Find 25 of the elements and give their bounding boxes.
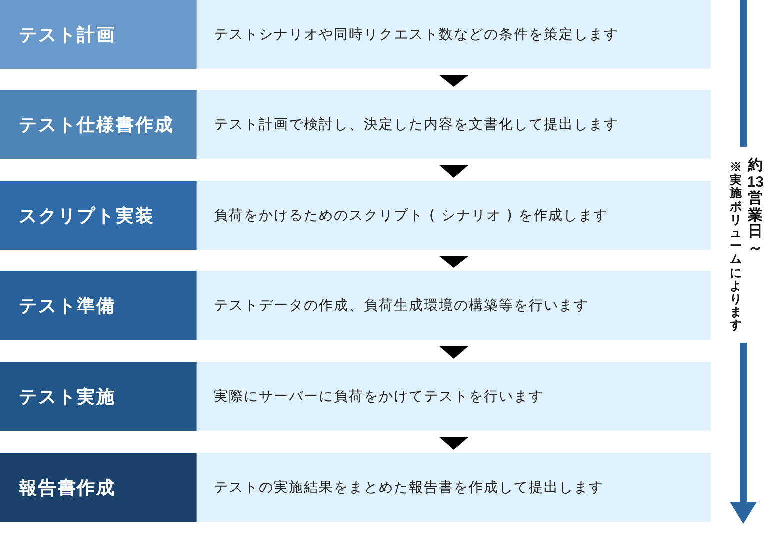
process-row xyxy=(0,90,711,159)
flow-arrow xyxy=(439,437,469,450)
step-title: スクリプト実装 xyxy=(0,181,197,250)
flow-arrow xyxy=(439,346,469,359)
flow-arrow xyxy=(439,256,469,268)
step-description: テストデータの作成、負荷生成環境の構築等を行います xyxy=(214,296,589,314)
step-title: テスト仕様書作成 xyxy=(0,90,197,159)
vertical-note: 約13営業日～ xyxy=(747,158,764,257)
step-description: 負荷をかけるためのスクリプト ( シナリオ ) を作成します xyxy=(214,206,609,224)
process-row xyxy=(0,181,711,250)
process-row xyxy=(0,0,711,69)
process-row xyxy=(0,453,711,522)
process-row xyxy=(0,362,711,431)
vertical-note: ※実施ボリュームによります xyxy=(730,161,742,332)
flow-arrow xyxy=(439,75,469,87)
step-title: テスト計画 xyxy=(0,0,197,69)
step-description: テストシナリオや同時リクエスト数などの条件を策定します xyxy=(214,26,619,44)
step-description: テスト計画で検討し、決定した内容を文書化して提出します xyxy=(214,116,619,134)
flow-arrow xyxy=(439,165,469,178)
step-description: 実際にサーバーに負荷をかけてテストを行います xyxy=(214,388,544,406)
step-title: テスト準備 xyxy=(0,271,197,340)
step-title: 報告書作成 xyxy=(0,453,197,522)
step-title: テスト実施 xyxy=(0,362,197,431)
step-description: テストの実施結果をまとめた報告書を作成して提出します xyxy=(214,478,604,496)
process-row xyxy=(0,271,711,340)
